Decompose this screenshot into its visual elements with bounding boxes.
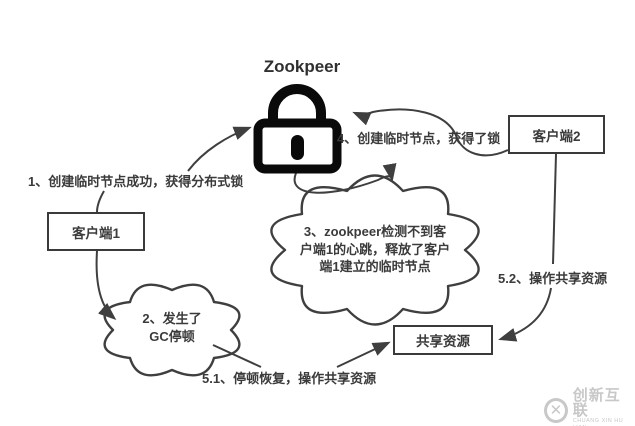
arrow-step52-to-shared bbox=[498, 287, 552, 342]
zk-release-line-2: 户端1的心跳，释放了客户 bbox=[299, 241, 451, 257]
node-shared-resource: 共享资源 bbox=[393, 325, 493, 355]
arrow-step51-to-shared bbox=[336, 341, 391, 368]
watermark-subtitle: CHUANG XIN HU LIAN bbox=[572, 418, 624, 426]
lock-icon bbox=[253, 84, 342, 174]
zk-release-line-3: 端1建立的临时节点 bbox=[319, 259, 431, 274]
connector-gc-cloud-to-step51 bbox=[212, 344, 262, 368]
watermark-text: 创新互联 CHUANG XIN HU LIAN bbox=[573, 388, 635, 426]
arrow-step1-to-lock bbox=[187, 126, 252, 172]
gc-pause-line-1: 2、发生了 bbox=[142, 311, 202, 326]
diagram-title: Zookpeer bbox=[263, 57, 341, 76]
gc-pause-cloud-text: 2、发生了 GC停顿 bbox=[116, 310, 228, 345]
connector-step1-to-client1 bbox=[96, 190, 105, 213]
node-client2: 客户端2 bbox=[508, 115, 605, 154]
zookeeper-release-cloud bbox=[270, 174, 480, 326]
label-step1: 1、创建临时节点成功，获得分布式锁 bbox=[28, 174, 244, 189]
arrow-client1-to-gc-cloud bbox=[95, 250, 117, 320]
label-step4: 4、创建临时节点，获得了锁 bbox=[337, 131, 501, 146]
gc-pause-line-2: GC停顿 bbox=[149, 328, 195, 344]
node-client1: 客户端1 bbox=[47, 212, 145, 251]
watermark-name: 创新互联 bbox=[572, 387, 621, 419]
zk-release-line-1: 3、zookpeer检测不到客 bbox=[303, 224, 447, 239]
arrow-lock-to-zk-cloud bbox=[293, 163, 397, 194]
watermark-x-glyph: ✕ bbox=[549, 401, 563, 419]
arrow-client2-to-lock bbox=[352, 108, 509, 157]
watermark: ✕ 创新互联 CHUANG XIN HU LIAN bbox=[544, 388, 635, 426]
connector-client2-down bbox=[552, 153, 557, 265]
label-step5-1: 5.1、停顿恢复，操作共享资源 bbox=[202, 371, 377, 386]
watermark-logo-icon: ✕ bbox=[544, 397, 568, 423]
gc-pause-cloud bbox=[103, 283, 241, 377]
zookeeper-release-cloud-text: 3、zookpeer检测不到客 户端1的心跳，释放了客户 端1建立的临时节点 bbox=[289, 223, 461, 276]
edges bbox=[95, 108, 557, 368]
label-step5-2: 5.2、操作共享资源 bbox=[498, 271, 608, 286]
